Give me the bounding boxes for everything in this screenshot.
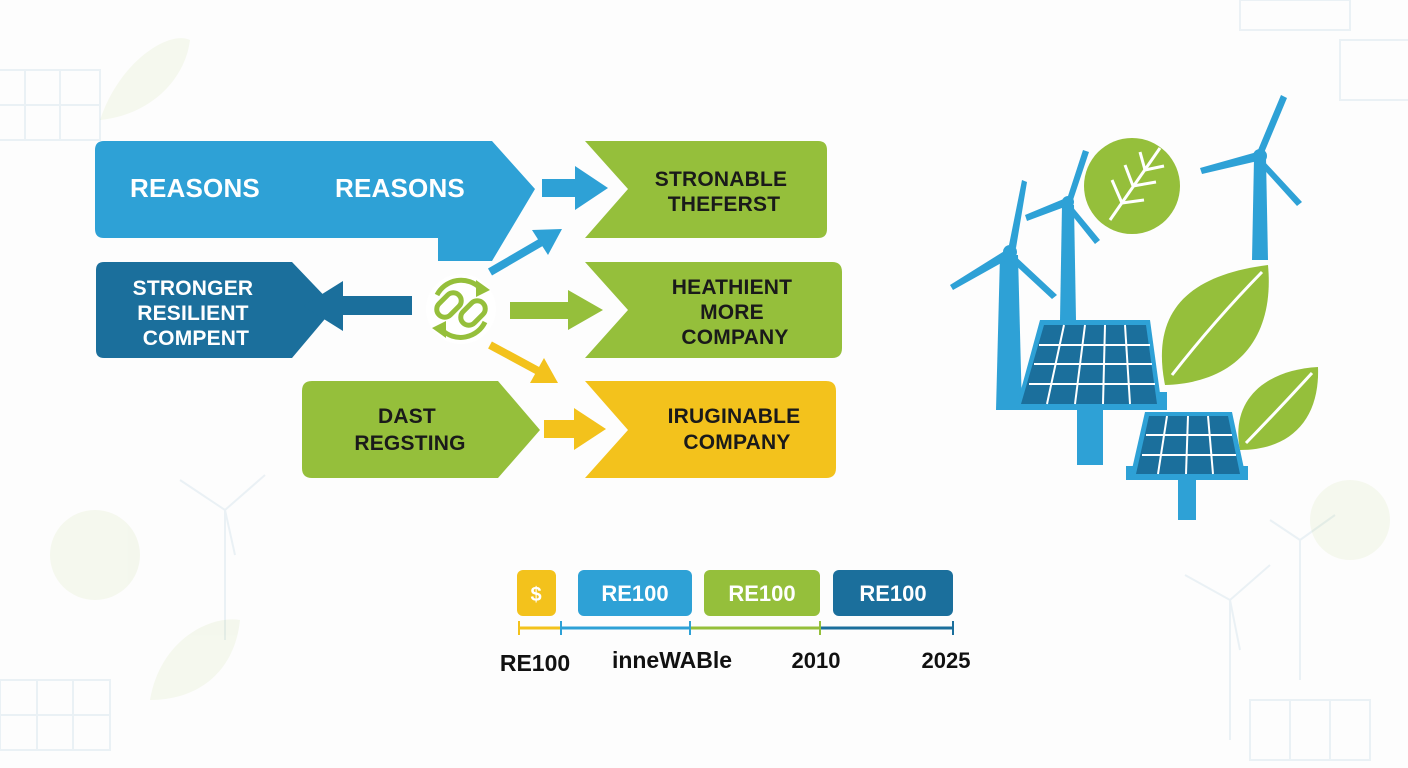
heathient-label: HEATHIENT MORE COMPANY: [672, 276, 798, 349]
iruginable-label: IRUGINABLE COMPANY: [668, 405, 807, 454]
stronger-box: [96, 262, 335, 358]
timeline-label: RE100: [500, 650, 570, 676]
bg-leaf-icon: [50, 38, 1390, 700]
timeline-label: inneWABle: [612, 647, 732, 673]
reasons-right-label: REASONS: [335, 173, 465, 203]
timeline-pill-re100-1-label: RE100: [601, 581, 668, 606]
bg-solar-panel-icon: [0, 679, 111, 751]
reasons-left-label: REASONS: [130, 173, 260, 203]
dast-box: [302, 381, 540, 478]
bg-solar-panel-icon: [1239, 0, 1408, 761]
reasons-box: [95, 141, 535, 261]
iruginable-box: [585, 381, 836, 478]
bg-solar-panel-icon: [0, 69, 101, 141]
timeline-pill-re100-3: [833, 570, 953, 616]
bg-wind-turbine-icon: [179, 474, 1336, 740]
renewable-illustration: [950, 95, 1319, 520]
wind-turbine-icon: [1025, 150, 1100, 320]
timeline-pill-currency-label: $: [530, 584, 541, 606]
arrow-to-heathient: [510, 290, 603, 330]
wind-turbine-icon: [950, 180, 1057, 410]
wind-turbine-icon: [1200, 95, 1302, 260]
timeline-pill-re100-1: [578, 570, 692, 616]
heathient-box: [585, 262, 842, 358]
arrow-to-stronger: [303, 281, 412, 331]
leaf-icon: [1238, 367, 1319, 450]
timeline-pill-re100-2: [704, 570, 820, 616]
timeline-pill-re100-3-label: RE100: [859, 581, 926, 606]
timeline-pill-re100-2-label: RE100: [728, 581, 795, 606]
leaf-icon: [1161, 265, 1269, 385]
timeline-label: 2025: [922, 648, 971, 673]
stronable-label: STRONABLE THEFERST: [655, 168, 794, 216]
dast-label: DAST REGSTING: [354, 405, 465, 455]
stronable-box: [585, 141, 827, 238]
timeline: $ RE100 RE100 RE100 RE100 inneWABle 2010…: [500, 570, 971, 676]
solar-panel-icon: [1126, 412, 1248, 520]
arrow-down-diagonal: [488, 341, 558, 383]
link-recycle-icon: [426, 274, 496, 344]
timeline-pill-currency: [517, 570, 556, 616]
arrow-to-stronable: [542, 166, 608, 210]
stronger-label: STRONGER RESILIENT COMPENT: [133, 277, 260, 350]
solar-panel-icon: [1002, 320, 1167, 465]
leaf-icon: [1084, 138, 1180, 234]
timeline-label: 2010: [792, 648, 841, 673]
arrow-to-iruginable: [544, 408, 606, 450]
arrow-up-diagonal: [487, 229, 562, 276]
